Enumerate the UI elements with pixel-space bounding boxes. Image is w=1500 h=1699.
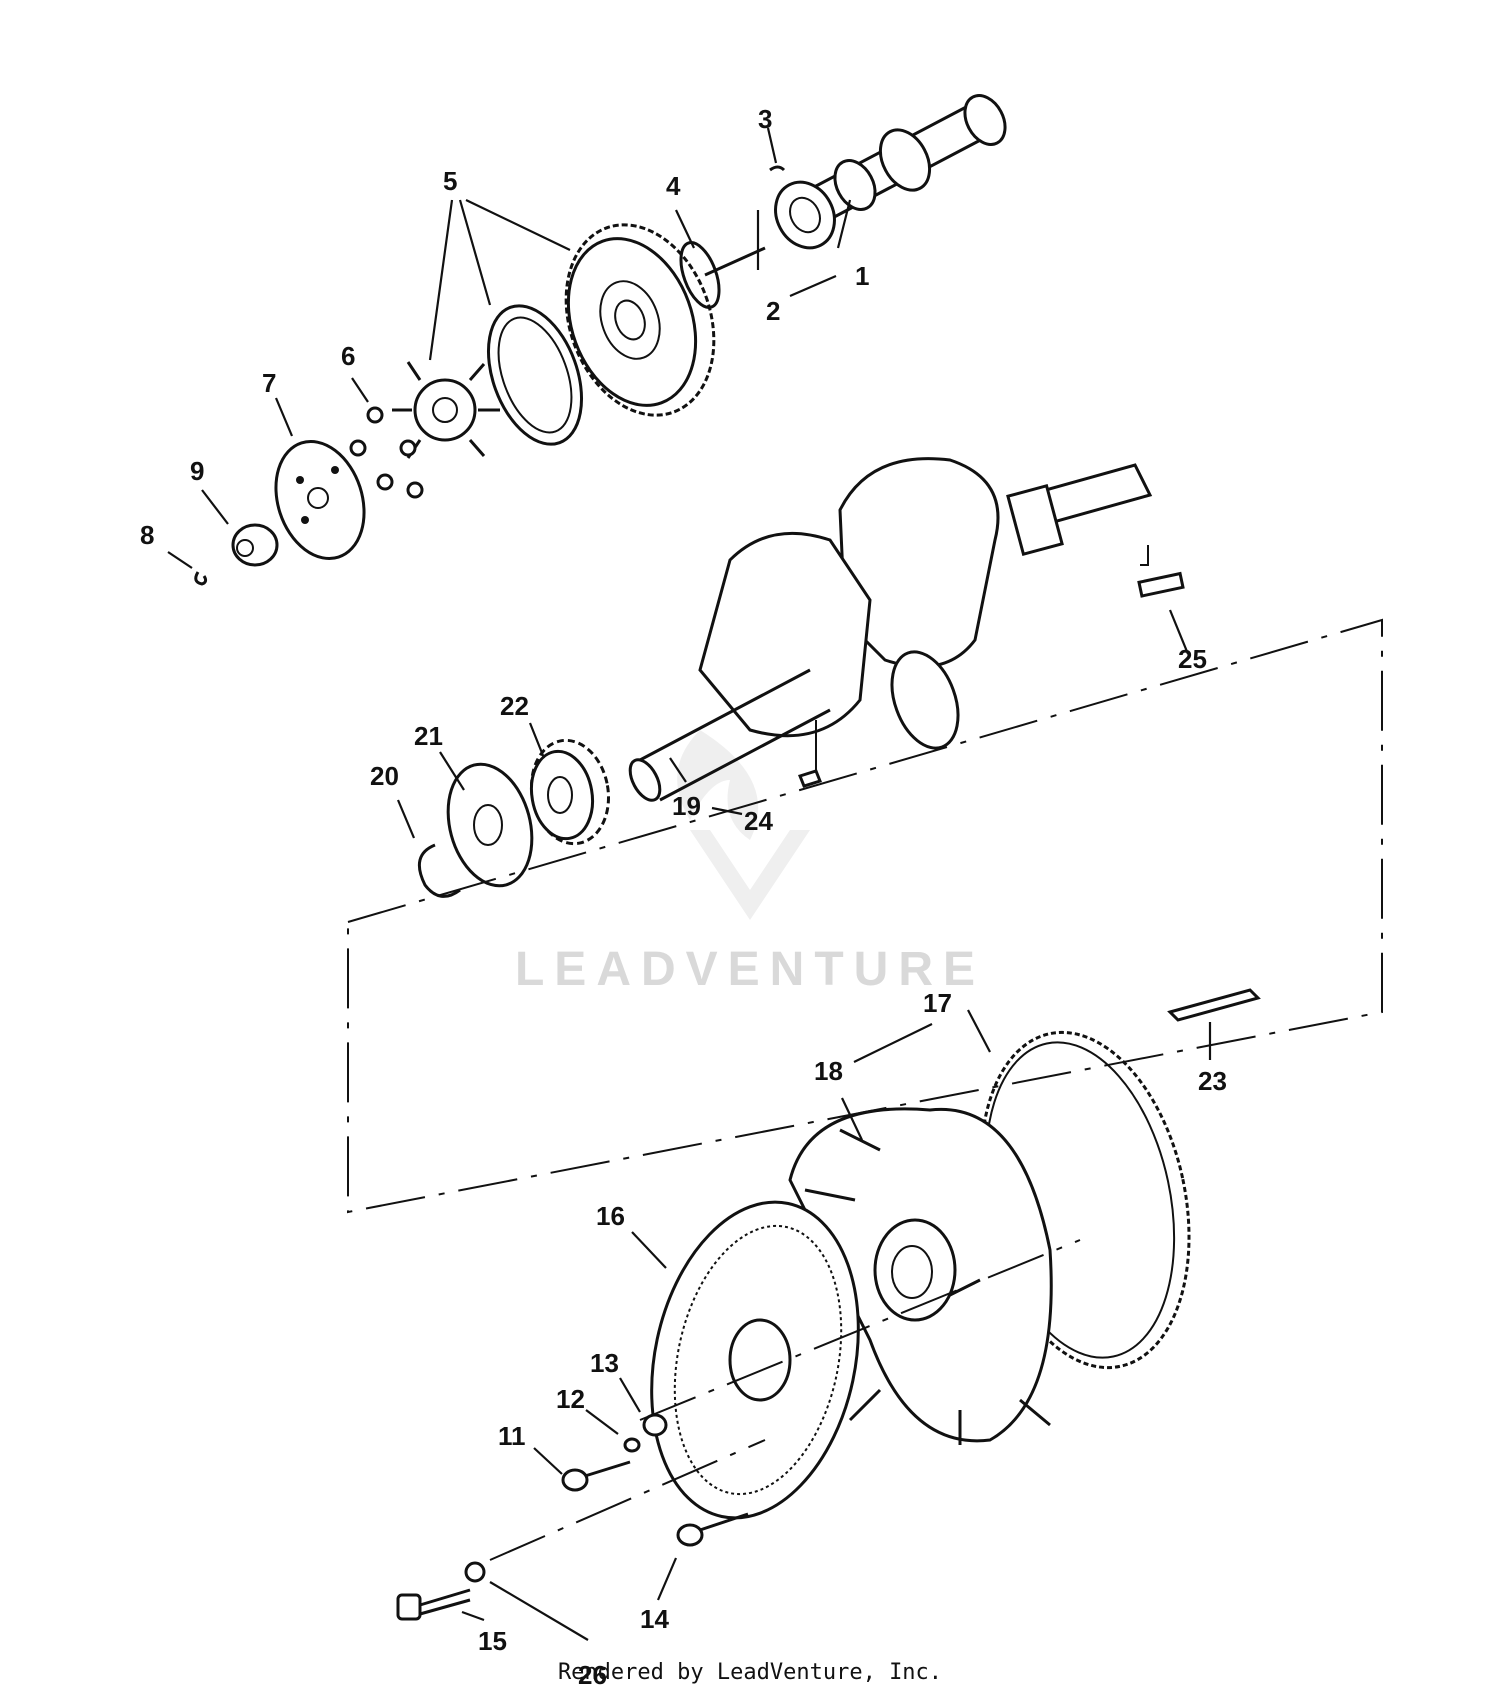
callout-19: 19 xyxy=(672,791,701,821)
callout-15: 15 xyxy=(478,1626,507,1656)
callout-7: 7 xyxy=(262,368,276,398)
callout-11: 11 xyxy=(498,1421,526,1451)
callout-1: 1 xyxy=(855,261,869,291)
callout-14: 14 xyxy=(640,1604,669,1634)
camshaft xyxy=(774,94,1007,250)
lockwasher-26 xyxy=(464,1561,486,1583)
callout-9: 9 xyxy=(190,456,204,486)
callout-3: 3 xyxy=(758,104,772,134)
callout-20: 20 xyxy=(370,761,399,791)
footer-credit: Rendered by LeadVenture, Inc. xyxy=(557,1660,943,1685)
gear-spacer-disc xyxy=(486,304,584,446)
leader-lines xyxy=(167,127,1212,1641)
washer-13 xyxy=(642,1413,668,1437)
governor-balls xyxy=(349,406,424,499)
callout-21: 21 xyxy=(414,721,443,751)
key-23 xyxy=(1167,988,1261,1022)
callout-12: 12 xyxy=(556,1384,585,1414)
snap-ring xyxy=(417,843,461,898)
fan-screen xyxy=(650,1200,860,1520)
callout-13: 13 xyxy=(590,1348,619,1378)
key-25 xyxy=(1137,571,1185,598)
bolt-15 xyxy=(396,1588,471,1621)
callout-5: 5 xyxy=(443,166,457,196)
callout-8: 8 xyxy=(140,520,154,550)
watermark-text: LEADVENTURE xyxy=(515,943,985,996)
crank-gear xyxy=(529,738,610,846)
retaining-clip xyxy=(194,571,208,586)
key-24 xyxy=(798,769,822,788)
screw-11 xyxy=(561,1460,631,1492)
callout-2: 2 xyxy=(766,296,780,326)
callout-4: 4 xyxy=(666,171,681,201)
cam-gear xyxy=(564,223,716,417)
callout-25: 25 xyxy=(1178,644,1207,674)
callout-23: 23 xyxy=(1198,1066,1227,1096)
callout-17: 17 xyxy=(923,988,952,1018)
callout-24: 24 xyxy=(744,806,773,836)
screw-14 xyxy=(676,1512,749,1547)
callout-6: 6 xyxy=(341,341,355,371)
crank-washer xyxy=(446,762,534,888)
flyweight-spider xyxy=(392,361,500,459)
washer-12 xyxy=(623,1437,641,1453)
governor-plate xyxy=(274,439,366,561)
callout-26: 26 xyxy=(578,1660,607,1690)
washer-and-pin xyxy=(679,241,766,309)
governor-collar xyxy=(231,523,279,567)
callout-18: 18 xyxy=(814,1056,843,1086)
callout-labels: 1 2 3 4 5 6 7 8 9 11 12 13 14 15 16 17 1… xyxy=(140,104,1227,1690)
callout-22: 22 xyxy=(500,691,529,721)
crankshaft xyxy=(628,457,1153,802)
assembly-outline xyxy=(347,618,1383,1214)
callout-16: 16 xyxy=(596,1201,625,1231)
part-3-pin xyxy=(769,165,786,172)
